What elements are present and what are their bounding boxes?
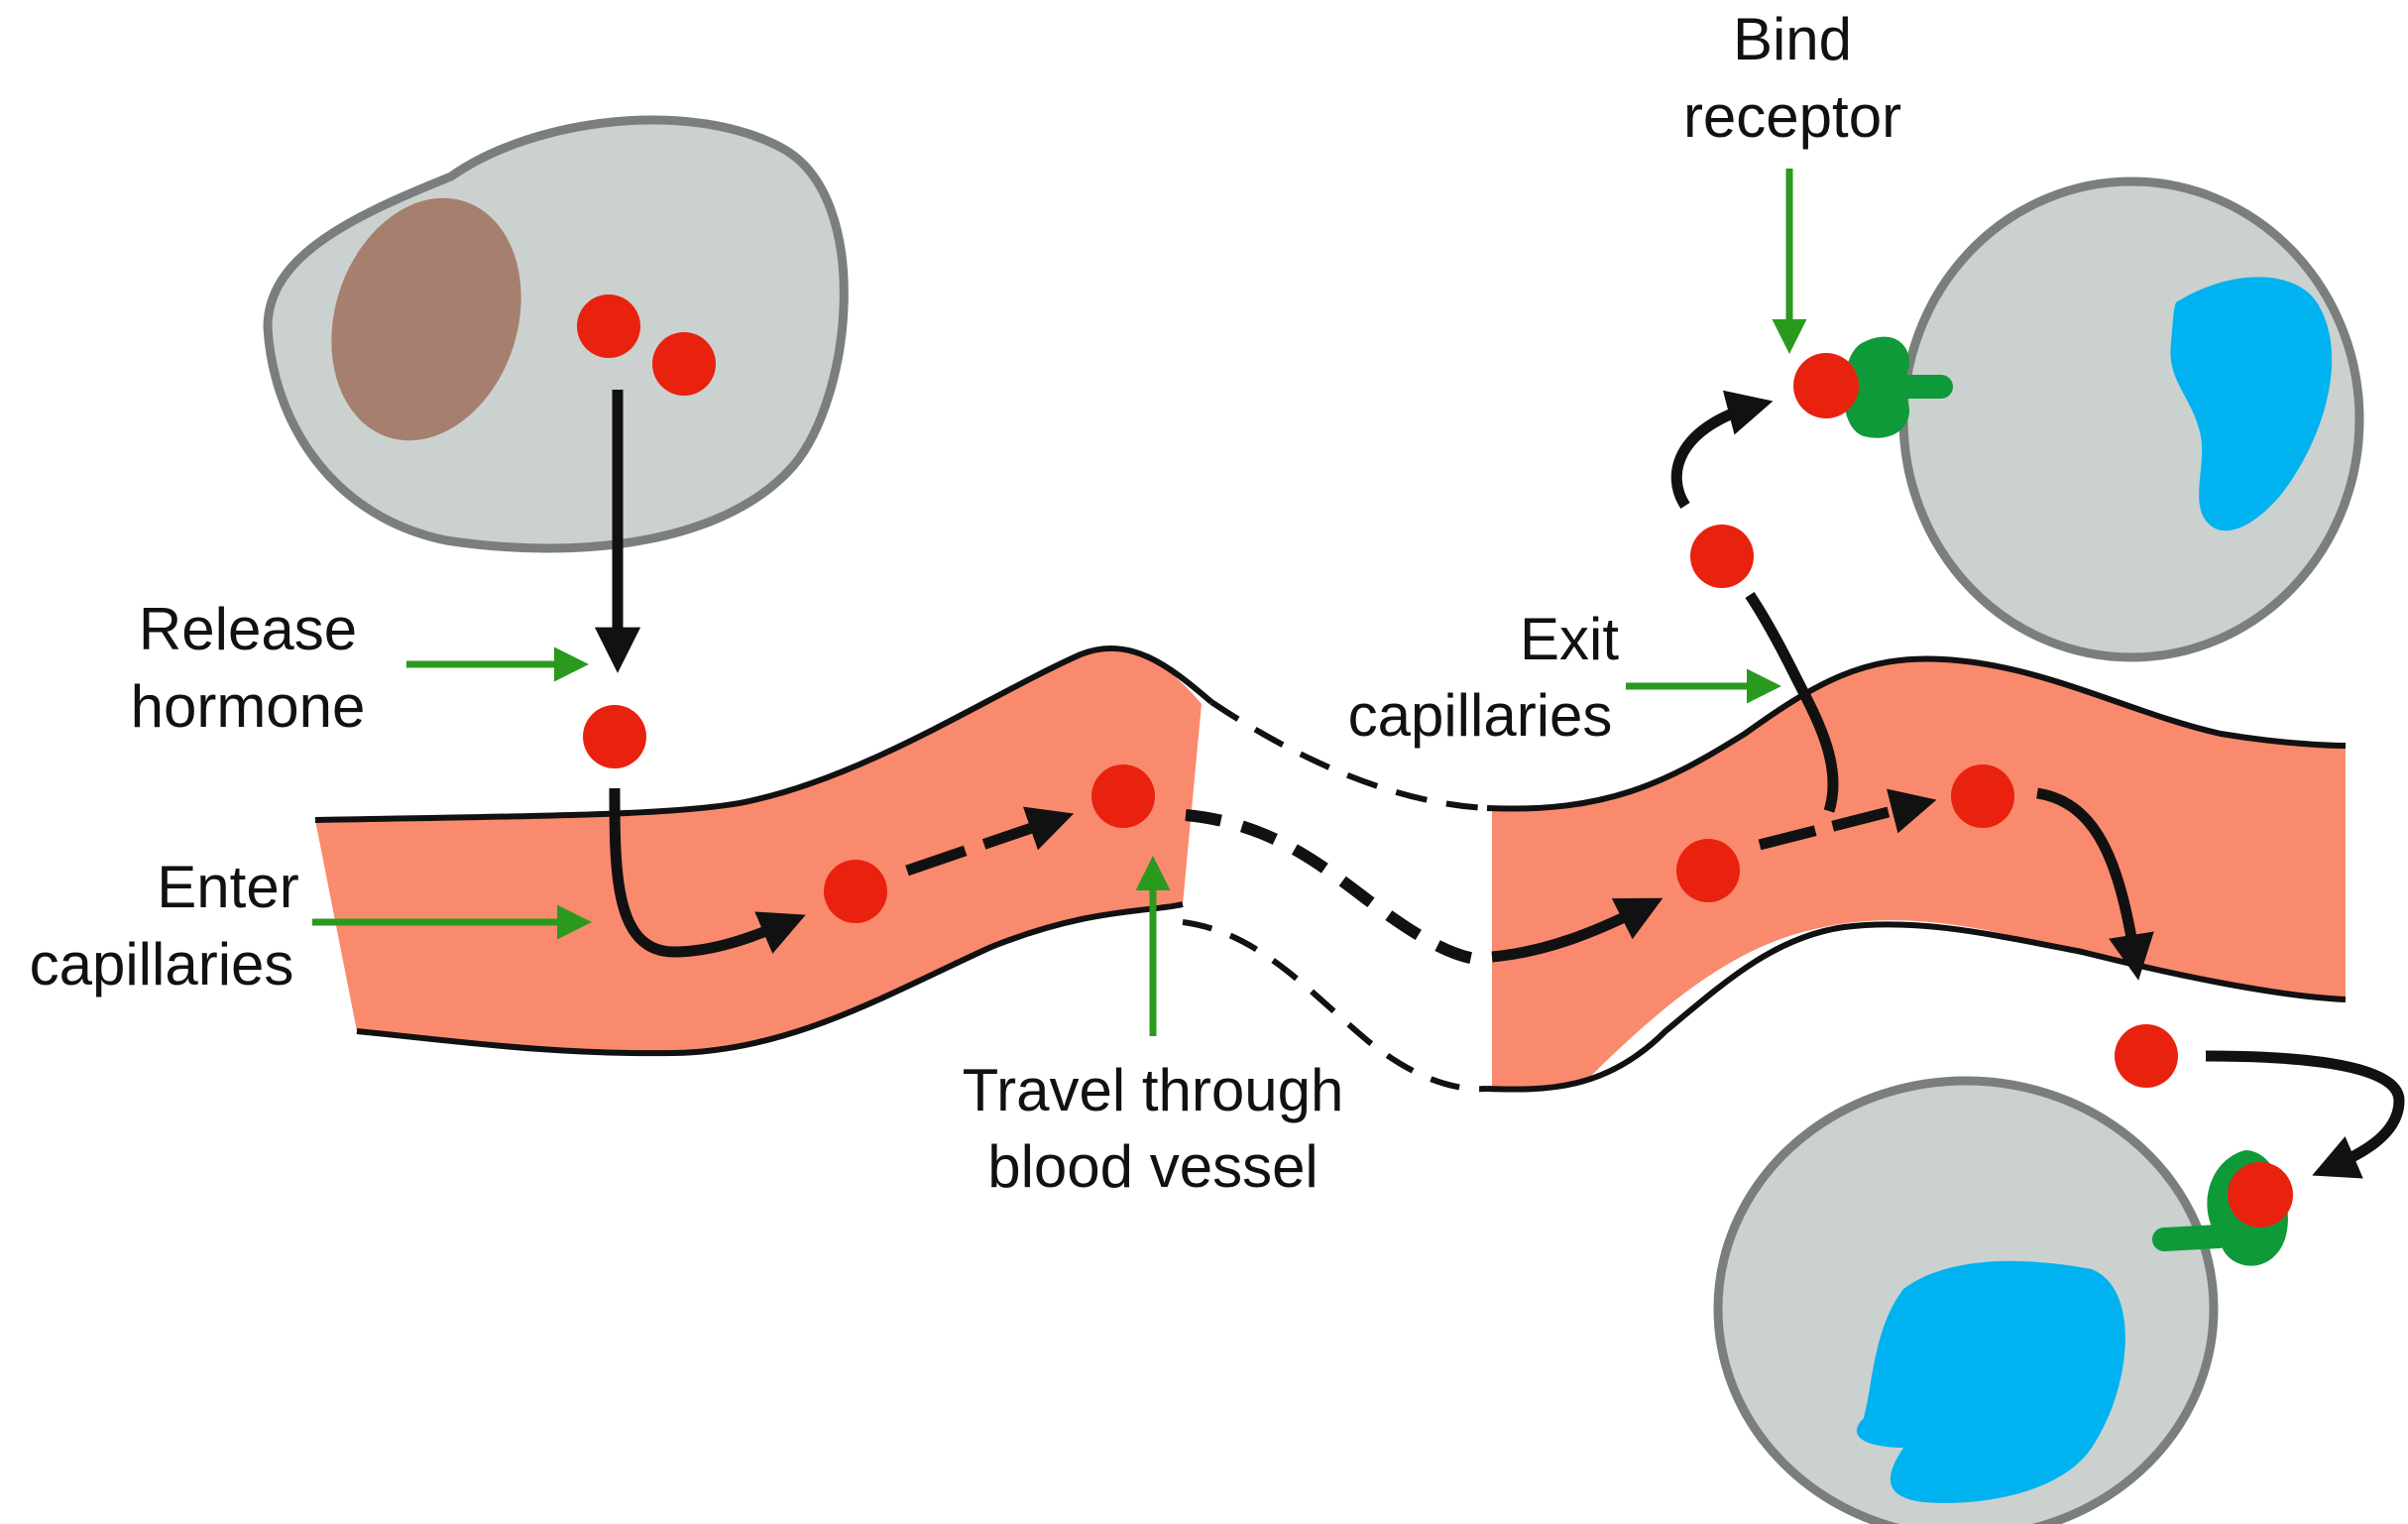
blood-vessel-left: [315, 648, 1211, 1053]
label-bind-line2: receptor: [1683, 83, 1901, 150]
label-enter-line2: capillaries: [30, 931, 294, 997]
label-exit-line2: capillaries: [1348, 682, 1613, 749]
label-travel-line2: blood vessel: [987, 1133, 1319, 1200]
label-travel-line1: Travel through: [963, 1057, 1344, 1123]
hormone-in-vessel-4: [1951, 764, 2014, 828]
target-cell-upper: [1903, 181, 2359, 657]
label-release-line2: hormone: [131, 673, 366, 740]
blood-vessel-right: [1487, 658, 2346, 1089]
label-release-line1: Release: [139, 596, 357, 662]
hormone-in-vessel-2: [1091, 764, 1155, 828]
hormone-released: [583, 705, 646, 768]
hormone-exiting-lower: [2115, 1024, 2178, 1088]
vessel-right-fill: [1492, 658, 2346, 1089]
capillary-dashed: [1183, 702, 1492, 1089]
hormone-bound-lower: [2228, 1162, 2293, 1228]
hormone-bound-upper: [1793, 353, 1859, 418]
hormone-exiting-upper: [1690, 525, 1754, 588]
hormone-stored-2: [652, 332, 716, 396]
hormone-stored-1: [577, 294, 640, 358]
secreting-cell: [268, 120, 844, 548]
route-arrow-to-lower-receptor: [2206, 1056, 2399, 1170]
vessel-left-fill: [315, 648, 1202, 1053]
label-exit-line1: Exit: [1520, 606, 1619, 672]
target-cell-lower: [1718, 1081, 2214, 1524]
label-bind-line1: Bind: [1733, 6, 1852, 72]
hormone-in-vessel-1: [824, 860, 887, 923]
hormone-in-vessel-3: [1676, 839, 1740, 902]
route-arrow-to-upper-receptor: [1676, 405, 1760, 506]
label-enter-line1: Enter: [157, 854, 298, 920]
receptor-lower-stem: [2164, 1236, 2219, 1239]
